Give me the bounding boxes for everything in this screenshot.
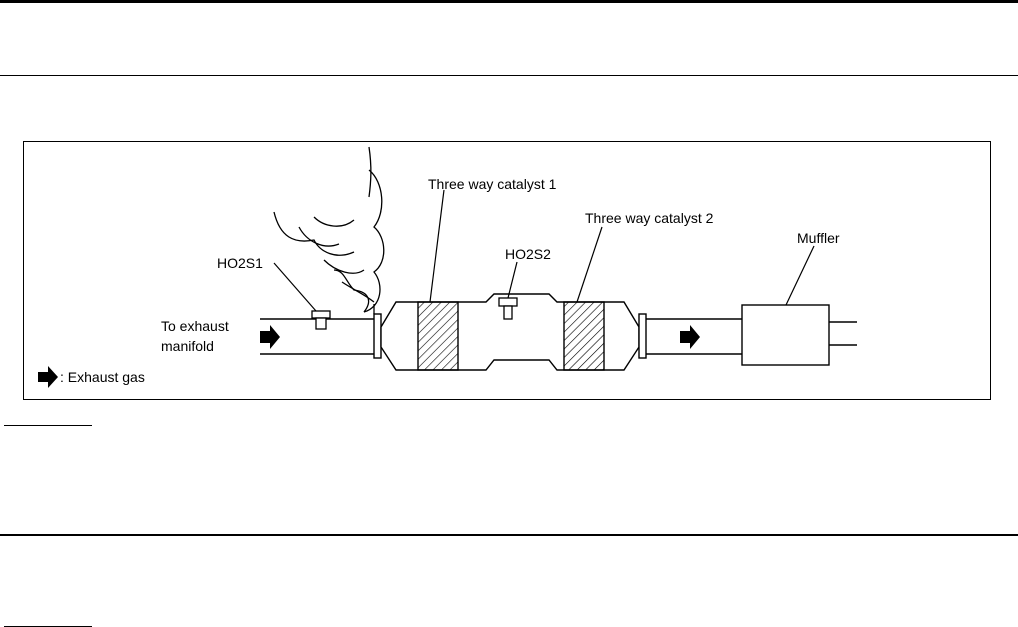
outlet-pipe — [646, 318, 742, 355]
flange-2 — [638, 313, 647, 359]
ho2s2-leader — [507, 261, 518, 299]
legend-label: : Exhaust gas — [60, 369, 145, 385]
tail-pipes — [829, 321, 857, 346]
flow-arrow-icon — [680, 325, 700, 349]
muffler-leader — [785, 245, 815, 306]
twc2-leader — [576, 226, 603, 303]
header-rule — [0, 0, 1018, 3]
footnote-rule — [4, 425, 92, 426]
muffler-body — [741, 304, 830, 366]
section-rule — [0, 75, 1018, 76]
twc1-leader — [429, 189, 445, 303]
engine-outline — [273, 146, 385, 314]
muffler-label: Muffler — [797, 230, 840, 246]
flange-1 — [373, 313, 382, 359]
to-exhaust-label: To exhaust — [161, 318, 229, 334]
twc2-label: Three way catalyst 2 — [585, 210, 714, 226]
flow-arrow-icon — [260, 325, 280, 349]
manifold-label: manifold — [161, 338, 214, 354]
ho2s1-sensor — [311, 310, 331, 330]
ho2s2-label: HO2S2 — [505, 246, 551, 262]
ho2s1-label: HO2S1 — [217, 255, 263, 271]
catalyst-1-brick — [417, 301, 459, 371]
flow-arrow-icon — [38, 366, 58, 388]
catalyst-2-brick — [563, 301, 605, 371]
twc1-label: Three way catalyst 1 — [428, 176, 557, 192]
section-rule — [0, 534, 1018, 536]
ho2s1-leader — [273, 262, 317, 312]
exhaust-system-diagram: Three way catalyst 1 Three way catalyst … — [23, 141, 991, 400]
